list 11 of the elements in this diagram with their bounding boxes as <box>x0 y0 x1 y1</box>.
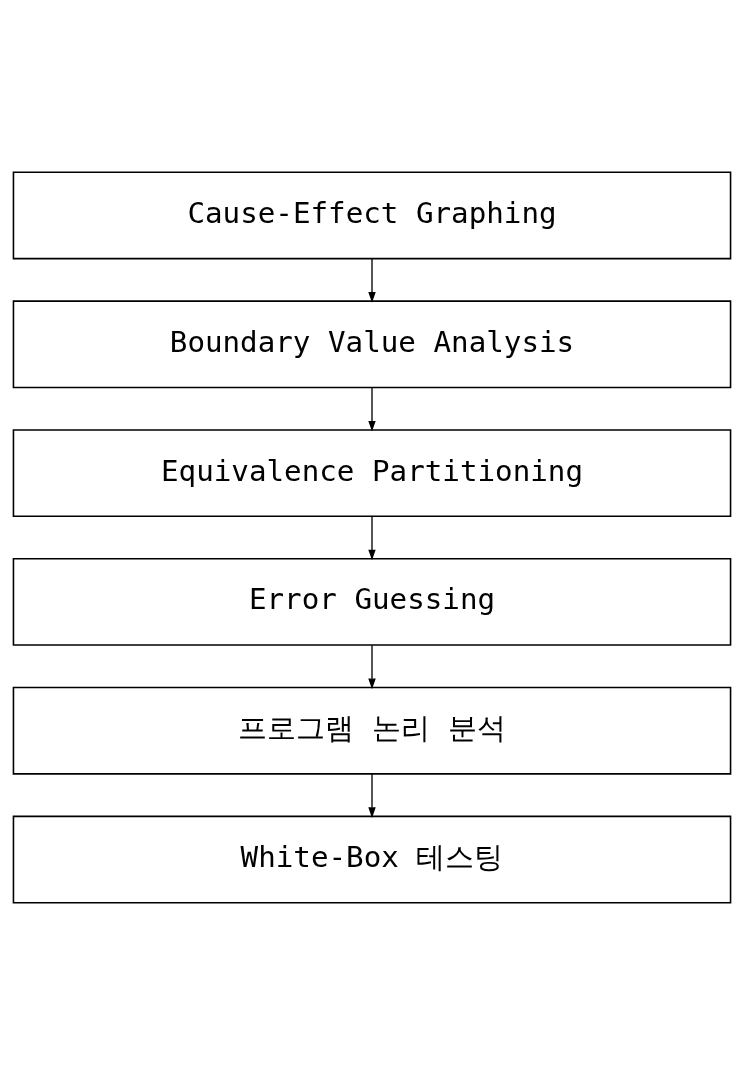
arrow <box>368 515 376 560</box>
node-box: Boundary Value Analysis <box>12 299 732 388</box>
node-box: Cause-Effect Graphing <box>12 171 732 259</box>
node-box: White-Box 테스팅 <box>12 815 732 903</box>
node-box: Equivalence Partitioning <box>12 428 732 517</box>
arrow <box>368 644 376 689</box>
arrow <box>368 772 376 818</box>
node-box: 프로그램 논리 분석 <box>12 686 732 775</box>
node-box: Error Guessing <box>12 557 732 646</box>
arrow <box>368 386 376 432</box>
arrow <box>368 257 376 303</box>
